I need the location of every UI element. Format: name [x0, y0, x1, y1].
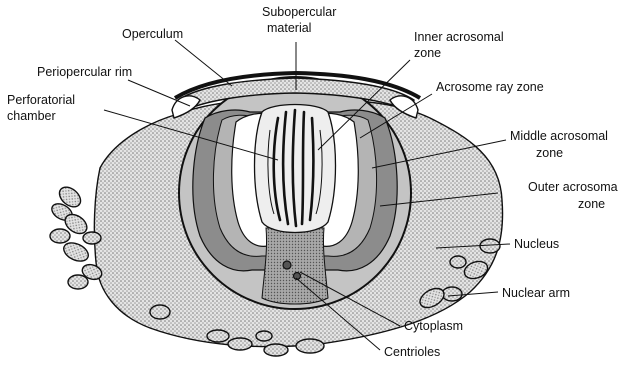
- label-middle-acrosomal-line1: Middle acrosomal: [510, 129, 608, 143]
- label-subopercular-line2: material: [267, 21, 311, 35]
- label-outer-acrosomal-line2: zone: [578, 197, 605, 211]
- label-acrosome-ray-zone: Acrosome ray zone: [436, 80, 544, 94]
- label-perforatorial-line1: Perforatorial: [7, 93, 75, 107]
- perforatorial-chamber: [255, 105, 336, 233]
- cytoplasm-column: [262, 228, 328, 304]
- label-nuclear-arm: Nuclear arm: [502, 286, 570, 300]
- label-centrioles: Centrioles: [384, 345, 440, 359]
- label-periopercular-rim: Periopercular rim: [37, 65, 132, 79]
- label-inner-acrosomal-line2: zone: [414, 46, 441, 60]
- label-nucleus: Nucleus: [514, 237, 559, 251]
- label-subopercular-line1: Subopercular: [262, 5, 336, 19]
- label-outer-acrosomal-line1: Outer acrosoma: [528, 180, 618, 194]
- label-perforatorial-line2: chamber: [7, 109, 56, 123]
- label-operculum: Operculum: [122, 27, 183, 41]
- label-inner-acrosomal-line1: Inner acrosomal: [414, 30, 504, 44]
- label-middle-acrosomal-line2: zone: [536, 146, 563, 160]
- label-cytoplasm: Cytoplasm: [404, 319, 463, 333]
